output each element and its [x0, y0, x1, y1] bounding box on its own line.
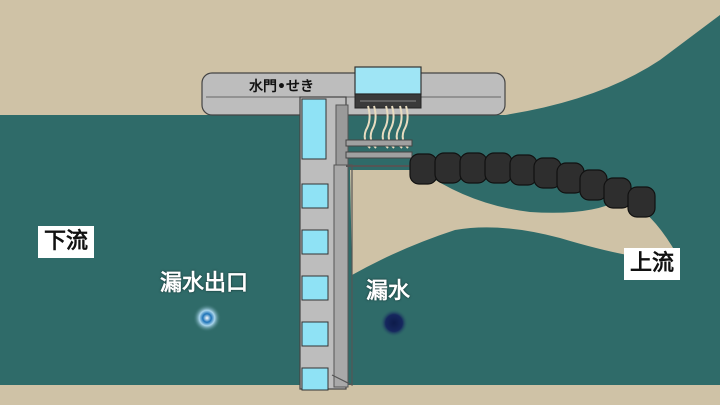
boom-float — [409, 153, 438, 185]
gate-panel-3 — [301, 275, 329, 301]
gate-panel-top — [301, 98, 327, 160]
downstream-label: 下流 — [38, 226, 95, 258]
gate-label: 水門•せき — [249, 79, 314, 95]
boom-float — [434, 152, 463, 184]
boom-float — [509, 154, 538, 186]
gate-panel-4 — [301, 321, 329, 347]
upper-right-bank — [505, 0, 720, 115]
upstream-label: 上流 — [624, 248, 681, 280]
leak-outlet-label: 漏水出口 — [160, 271, 249, 296]
wall-inner-slot — [335, 104, 349, 166]
leak-marker — [380, 309, 408, 337]
gate-panel-5 — [301, 367, 329, 391]
sand-bar — [350, 170, 680, 275]
leak-outlet-marker — [193, 304, 221, 332]
wall-groove — [333, 164, 349, 388]
boom-float — [459, 152, 488, 184]
boom-float — [579, 169, 608, 201]
leak-label: 漏水 — [366, 279, 411, 304]
boom-rail-bottom — [345, 151, 413, 159]
gate-panel-2 — [301, 229, 329, 255]
oil-boom — [409, 152, 656, 218]
boom-float — [484, 152, 513, 184]
control-box — [354, 66, 422, 95]
boom-float — [627, 186, 656, 218]
boom-rail-top — [345, 139, 413, 147]
bottom-bank — [0, 385, 720, 405]
gate-panel-1 — [301, 183, 329, 209]
river-upper-right — [505, 0, 720, 115]
gate-walkway — [201, 72, 506, 116]
boom-float — [603, 177, 632, 209]
